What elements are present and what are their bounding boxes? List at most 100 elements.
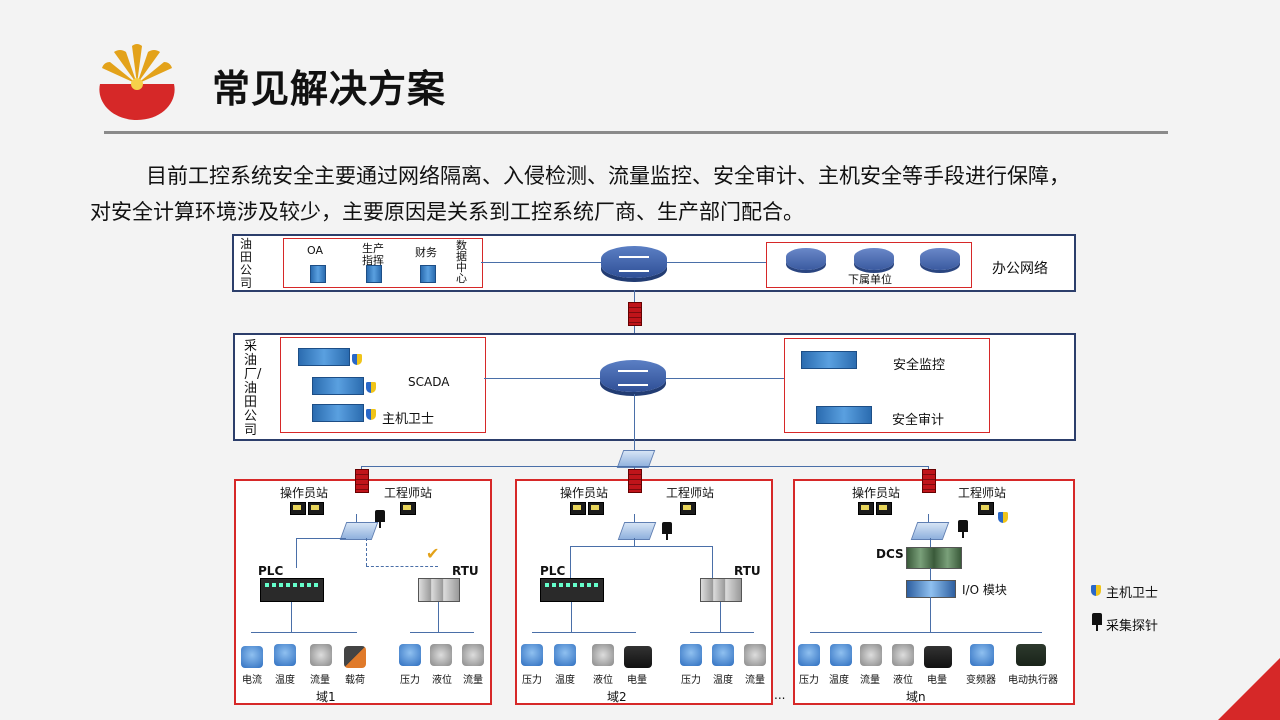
zone1-current-sensor-icon <box>241 646 263 668</box>
zone2-temp-sensor-icon <box>554 644 576 666</box>
zone1-plc-link-h <box>296 538 346 539</box>
zone3-engineer-label: 工程师站 <box>958 486 1007 500</box>
zone2-dev-level: 液位 <box>593 675 613 686</box>
plant-link-left <box>484 378 600 379</box>
page-title: 常见解决方案 <box>212 67 447 111</box>
zone3-dev-pressure: 压力 <box>799 675 819 686</box>
zone1-rtu-dash <box>366 538 367 566</box>
zone2-dev-pressure: 压力 <box>522 675 542 686</box>
intro-line-2: 对安全计算环境涉及较少，主要原因是关系到工控系统厂商、生产部门配合。 <box>90 200 804 224</box>
office-item-command: 生产指挥 <box>362 242 384 267</box>
legend-host-guard-label: 主机卫士 <box>1106 586 1159 601</box>
security-monitor-label: 安全监控 <box>893 358 946 373</box>
zone3-flow-sensor-icon <box>860 644 882 666</box>
zone2-plc-icon <box>540 578 604 602</box>
title-divider <box>104 131 1168 134</box>
finance-server-icon <box>420 265 436 283</box>
office-link-right <box>667 262 766 263</box>
host-guard-icon-3 <box>366 409 376 420</box>
zone3-engineer-pc-icon <box>978 502 994 515</box>
zone3-power-meter-icon <box>924 646 952 668</box>
office-item-finance: 财务 <box>415 246 437 259</box>
zone3-inverter-icon <box>970 644 994 666</box>
zone2-plc-label: PLC <box>540 564 566 578</box>
zone1-probe-icon <box>375 510 385 528</box>
zone1-operator-label: 操作员站 <box>280 486 329 500</box>
zone1-plc-link <box>296 538 297 568</box>
zone2-switch-down <box>634 538 635 546</box>
plant-switch-link <box>634 394 635 450</box>
zone1-firewall-icon <box>355 469 369 493</box>
zone1-rtu-bus <box>410 632 474 633</box>
zone3-dev-flow: 流量 <box>860 675 880 686</box>
command-server-icon <box>366 265 382 283</box>
zone2-name: 域2 <box>607 690 627 704</box>
zone1-link <box>356 514 357 524</box>
office-link-left <box>481 262 601 263</box>
zone2-rtu-label: RTU <box>734 564 761 578</box>
zone2-dev-temp-2: 温度 <box>713 675 733 686</box>
host-guard-icon-1 <box>352 354 362 365</box>
zone1-temp-sensor-icon <box>274 644 296 666</box>
branch-router-icon-3 <box>920 248 960 270</box>
plant-link-right <box>666 378 784 379</box>
zone2-dev-pressure-2: 压力 <box>681 675 701 686</box>
zone2-plc-bus <box>532 632 636 633</box>
zone2-rtu-bus <box>690 632 754 633</box>
zone1-rtu-down <box>438 602 439 632</box>
plant-router-icon <box>600 360 666 392</box>
intro-line-1: 目前工控系统安全主要通过网络隔离、入侵检测、流量监控、安全审计、主机安全等手段进… <box>146 164 1070 188</box>
zone2-plc-down <box>571 602 572 632</box>
zone1-dev-load: 载荷 <box>345 675 365 686</box>
zone1-load-sensor-icon <box>344 646 366 668</box>
zone3-dcs-label: DCS <box>876 547 904 561</box>
zone3-operator-label: 操作员站 <box>852 486 901 500</box>
zone1-rtu-icon <box>418 578 460 602</box>
zone3-io-link <box>930 568 931 580</box>
zone1-operator-pc-icon <box>290 502 306 515</box>
zone2-temp-sensor-icon-2 <box>712 644 734 666</box>
zone2-engineer-label: 工程师站 <box>666 486 715 500</box>
firewall-icon-top <box>628 302 642 326</box>
zone-bus-line <box>361 466 929 467</box>
zone3-actuator-icon <box>1016 644 1046 666</box>
zone1-flow-sensor-icon <box>310 644 332 666</box>
zone3-io-label: I/O 模块 <box>962 583 1007 597</box>
zone2-probe-icon <box>662 522 672 540</box>
intro-paragraph: 目前工控系统安全主要通过网络隔离、入侵检测、流量监控、安全审计、主机安全等手段进… <box>90 158 1210 230</box>
zone3-link <box>928 514 929 524</box>
office-network-label: 办公网络 <box>992 261 1048 277</box>
zone1-plc-bus <box>251 632 357 633</box>
zone3-operator-pc-icon-2 <box>876 502 892 515</box>
zone1-dev-flow-2: 流量 <box>463 675 483 686</box>
zone1-wireless-icon: ✔ <box>426 544 440 563</box>
zone1-dev-temp: 温度 <box>275 675 295 686</box>
zone1-rtu-dash-h <box>366 566 438 567</box>
scada-label: SCADA <box>408 375 450 389</box>
zone1-plc-down <box>291 602 292 632</box>
zone1-dev-level: 液位 <box>432 675 452 686</box>
zone2-rtu-icon <box>700 578 742 602</box>
zone2-dev-power: 电量 <box>627 675 647 686</box>
monitor-server-icon <box>801 351 857 369</box>
scada-server-icon-1 <box>298 348 350 366</box>
zone3-io-icon <box>906 580 956 598</box>
zone2-operator-pc-icon <box>570 502 586 515</box>
audit-server-icon <box>816 406 872 424</box>
zone3-name: 域n <box>906 690 926 704</box>
zone3-host-guard-icon <box>998 512 1008 523</box>
zone2-firewall-icon <box>628 469 642 493</box>
zone3-operator-pc-icon <box>858 502 874 515</box>
zone3-firewall-icon <box>922 469 936 493</box>
zone3-dev-power: 电量 <box>927 675 947 686</box>
corner-decoration <box>1218 658 1280 720</box>
zone3-dev-actuator: 电动执行器 <box>1008 675 1058 686</box>
zone3-dev-level: 液位 <box>893 675 913 686</box>
zone2-pressure-sensor-icon-2 <box>680 644 702 666</box>
zone2-ctrl-bus <box>570 546 712 547</box>
zone1-pressure-sensor-icon <box>399 644 421 666</box>
zone1-engineer-pc-icon <box>400 502 416 515</box>
zone1-flow-sensor-icon-2 <box>462 644 484 666</box>
zone2-engineer-pc-icon <box>680 502 696 515</box>
zone1-plc-icon <box>260 578 324 602</box>
